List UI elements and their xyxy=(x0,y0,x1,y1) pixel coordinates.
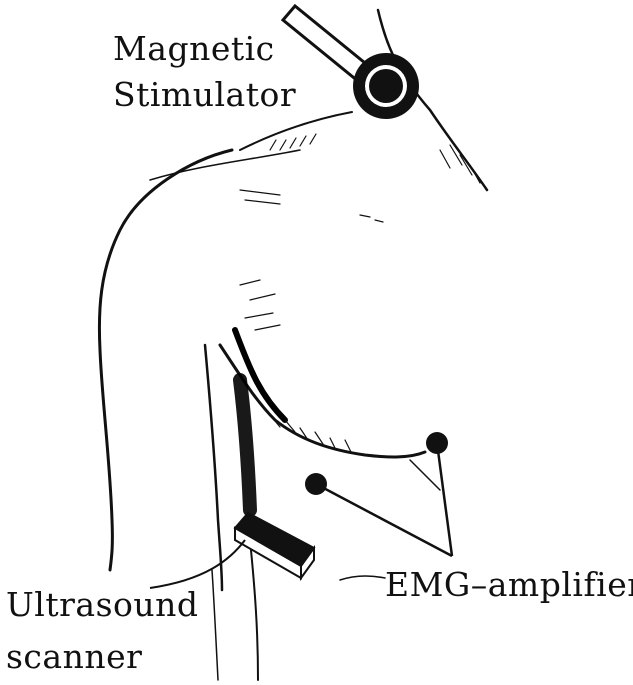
emg-amplifier-label: EMG–amplifier xyxy=(385,566,633,604)
emg-electrode-icon xyxy=(305,432,452,556)
magnetic-coil-icon xyxy=(283,6,419,119)
stimulator-label-line1: Magnetic xyxy=(113,30,275,68)
ultrasound-probe-icon xyxy=(150,513,314,588)
shoulder-outline xyxy=(99,150,232,570)
stimulator-label-line2: Stimulator xyxy=(113,76,296,114)
ultrasound-label-line2: scanner xyxy=(6,638,142,676)
ultrasound-label-line1: Ultrasound xyxy=(6,586,199,624)
